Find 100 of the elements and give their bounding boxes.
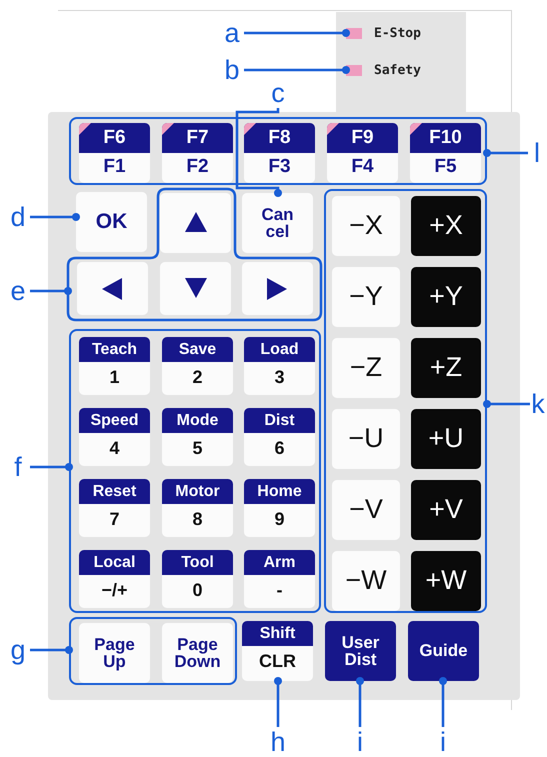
keypad-key: −X (332, 196, 400, 256)
keypad-key (162, 123, 233, 183)
callout-letter: f (6, 452, 30, 482)
keypad-key: −Y (332, 267, 400, 327)
leader-line (236, 108, 282, 197)
callout-letter: a (220, 18, 244, 48)
key-secondary-label: CLR (259, 650, 296, 673)
keypad-key (244, 408, 315, 466)
key-function-label: Local (79, 550, 150, 575)
key-group-outline (69, 329, 321, 613)
key-secondary-label: −/+ (101, 579, 128, 602)
keypad-key: Page Down (162, 623, 233, 683)
arrow-key (77, 262, 148, 315)
key-secondary-label: 7 (109, 508, 120, 531)
keypad-key (79, 337, 150, 395)
key-group-outline (69, 617, 237, 685)
key-secondary-label: 1 (109, 366, 120, 389)
leader-line (30, 213, 80, 221)
arrow-key (160, 262, 231, 315)
key-function-label: Speed (79, 408, 150, 433)
keypad-key: +Z (411, 338, 481, 398)
key-secondary-label: F1 (103, 155, 126, 179)
keypad-key (79, 550, 150, 608)
keypad-key: +W (411, 551, 481, 611)
callout-letter: i (431, 727, 455, 757)
key-function-label: Teach (79, 337, 150, 362)
keypad-key (162, 550, 233, 608)
key-function-label: F7 (162, 123, 233, 153)
key-function-label: F8 (244, 123, 315, 153)
keypad-key (79, 479, 150, 537)
leader-line (439, 677, 447, 727)
keypad-key (244, 337, 315, 395)
key-secondary-label: F2 (186, 155, 209, 179)
key-function-label: F6 (79, 123, 150, 153)
keypad-key: −Z (332, 338, 400, 398)
keypad-key: +U (411, 409, 481, 469)
keypad-key (162, 408, 233, 466)
leader-line (30, 463, 73, 471)
keypad-key: +Y (411, 267, 481, 327)
leader-line (244, 66, 350, 74)
keypad-key: −W (332, 551, 400, 611)
callout-letter: i (348, 727, 372, 757)
leader-line (483, 400, 530, 408)
keypad-key: User Dist (325, 621, 396, 681)
callout-letter: k (530, 389, 546, 419)
leader-line (30, 287, 72, 295)
key-function-label: Tool (162, 550, 233, 575)
key-group-outline (69, 117, 487, 185)
keypad-key (244, 550, 315, 608)
keypad-key (79, 408, 150, 466)
callout-letter: g (6, 635, 30, 665)
keypad-key: +X (411, 196, 481, 256)
arrow-key (160, 193, 231, 253)
keypad-key (162, 479, 233, 537)
keypad-key: OK (76, 192, 147, 252)
key-secondary-label: 2 (192, 366, 202, 389)
keypad-key: +V (411, 480, 481, 540)
keypad-key (244, 479, 315, 537)
key-function-label: Motor (162, 479, 233, 504)
keypad-key: Page Up (79, 623, 150, 683)
key-group-outline (324, 189, 487, 613)
keypad-key (327, 123, 398, 183)
callout-letter: e (6, 276, 30, 306)
key-secondary-label: 3 (274, 366, 284, 389)
key-secondary-label: F5 (434, 155, 457, 179)
keypad-key (244, 123, 315, 183)
key-function-label: Arm (244, 550, 315, 575)
callout-letter: h (266, 727, 290, 757)
key-function-label: F10 (410, 123, 481, 153)
key-function-label: Save (162, 337, 233, 362)
leader-line (30, 646, 73, 654)
keypad-key (79, 123, 150, 183)
keypad-key (410, 123, 481, 183)
keypad-key: −U (332, 409, 400, 469)
key-secondary-label: 8 (192, 508, 202, 531)
key-function-label: Reset (79, 479, 150, 504)
key-secondary-label: 6 (274, 437, 284, 460)
indicator-label: E-Stop (374, 26, 421, 40)
callout-letter: b (220, 55, 244, 85)
keypad-key: −V (332, 480, 400, 540)
key-secondary-label: 9 (274, 508, 284, 531)
callout-letter: c (266, 78, 290, 108)
key-function-label: Home (244, 479, 315, 504)
key-function-label: Load (244, 337, 315, 362)
key-secondary-label: F4 (351, 155, 374, 179)
key-function-label: Mode (162, 408, 233, 433)
leader-line (244, 29, 350, 37)
keypad-key: Guide (408, 621, 479, 681)
key-secondary-label: - (276, 579, 282, 602)
keypad-key (242, 621, 313, 681)
key-function-label: F9 (327, 123, 398, 153)
callout-letter: l (528, 138, 546, 168)
key-function-label: Dist (244, 408, 315, 433)
key-secondary-label: 0 (192, 579, 202, 602)
key-secondary-label: F3 (268, 155, 291, 179)
arrow-key (242, 262, 313, 315)
leader-line (483, 149, 528, 157)
leader-line (274, 677, 282, 727)
key-secondary-label: 5 (192, 437, 202, 460)
callout-letter: d (6, 202, 30, 232)
